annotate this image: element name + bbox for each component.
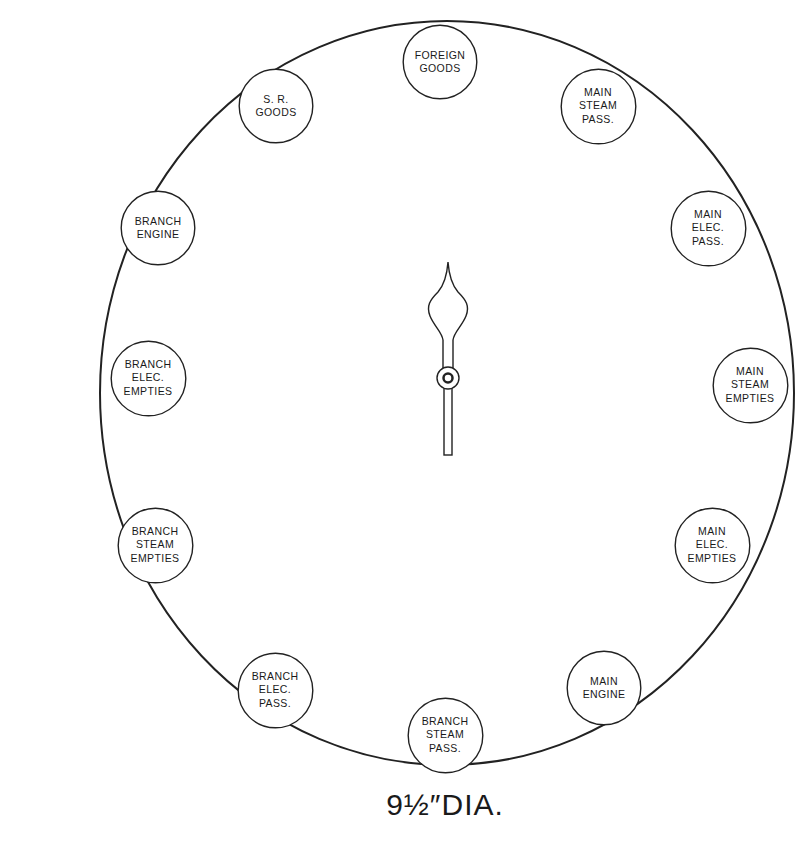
station-label: BRANCH STEAM EMPTIES <box>128 525 182 564</box>
dial-station-circle: BRANCH ELEC. EMPTIES <box>110 340 187 417</box>
station-label: BRANCH ENGINE <box>131 215 185 241</box>
station-label: BRANCH ELEC. PASS. <box>248 670 302 709</box>
dial-station-circle: BRANCH ELEC. PASS. <box>237 652 314 729</box>
station-circle-outline <box>118 508 193 583</box>
station-label: MAIN ENGINE <box>577 675 631 701</box>
station-circle-outline <box>403 25 477 99</box>
circle-content: BRANCH STEAM PASS. <box>407 697 484 774</box>
dial-station-circle: BRANCH ENGINE <box>120 190 196 266</box>
station-circle-outline <box>561 69 636 144</box>
dial-face <box>100 21 794 765</box>
circle-content: FOREIGN GOODS <box>402 24 478 100</box>
station-label: MAIN STEAM PASS. <box>571 86 625 125</box>
circle-content: S. R. GOODS <box>238 68 314 144</box>
station-circle-outline <box>713 348 788 423</box>
pointer-hub <box>437 367 459 389</box>
circle-content: BRANCH ENGINE <box>120 190 196 266</box>
station-label: S. R. GOODS <box>249 93 303 119</box>
circle-content: BRANCH STEAM EMPTIES <box>117 507 194 584</box>
dial-station-circle: BRANCH STEAM PASS. <box>407 697 484 774</box>
dial-station-circle: FOREIGN GOODS <box>402 24 478 100</box>
pointer-tail <box>444 388 452 455</box>
dimension-label: 9½″DIA. <box>0 788 798 822</box>
station-circle-outline <box>121 191 195 265</box>
dial-station-circle: MAIN ELEC. PASS. <box>670 190 747 267</box>
circle-content: BRANCH ELEC. PASS. <box>237 652 314 729</box>
station-circle-outline <box>408 698 483 773</box>
circle-content: BRANCH ELEC. EMPTIES <box>110 340 187 417</box>
station-label: FOREIGN GOODS <box>413 49 467 75</box>
station-label: BRANCH STEAM PASS. <box>418 715 472 754</box>
dial-station-circle: MAIN ENGINE <box>566 650 642 726</box>
station-label: MAIN ELEC. EMPTIES <box>685 525 739 564</box>
circle-content: MAIN ELEC. EMPTIES <box>674 507 751 584</box>
station-label: BRANCH ELEC. EMPTIES <box>121 358 175 397</box>
station-label: MAIN ELEC. PASS. <box>681 208 735 247</box>
station-circle-outline <box>238 653 313 728</box>
station-circle-outline <box>675 508 750 583</box>
dial-station-circle: MAIN STEAM EMPTIES <box>712 347 789 424</box>
station-circle-outline <box>239 69 313 143</box>
circle-content: MAIN STEAM EMPTIES <box>712 347 789 424</box>
dial-station-circle: BRANCH STEAM EMPTIES <box>117 507 194 584</box>
station-label: MAIN STEAM EMPTIES <box>723 365 777 404</box>
pointer-hand <box>428 262 467 368</box>
circle-content: MAIN ELEC. PASS. <box>670 190 747 267</box>
circle-content: MAIN ENGINE <box>566 650 642 726</box>
station-circle-outline <box>567 651 641 725</box>
dial-station-circle: MAIN STEAM PASS. <box>560 68 637 145</box>
station-circle-outline <box>671 191 746 266</box>
dial-station-circle: MAIN ELEC. EMPTIES <box>674 507 751 584</box>
station-circle-outline <box>111 341 186 416</box>
pointer-pivot <box>444 374 453 383</box>
circle-content: MAIN STEAM PASS. <box>560 68 637 145</box>
dial-station-circle: S. R. GOODS <box>238 68 314 144</box>
